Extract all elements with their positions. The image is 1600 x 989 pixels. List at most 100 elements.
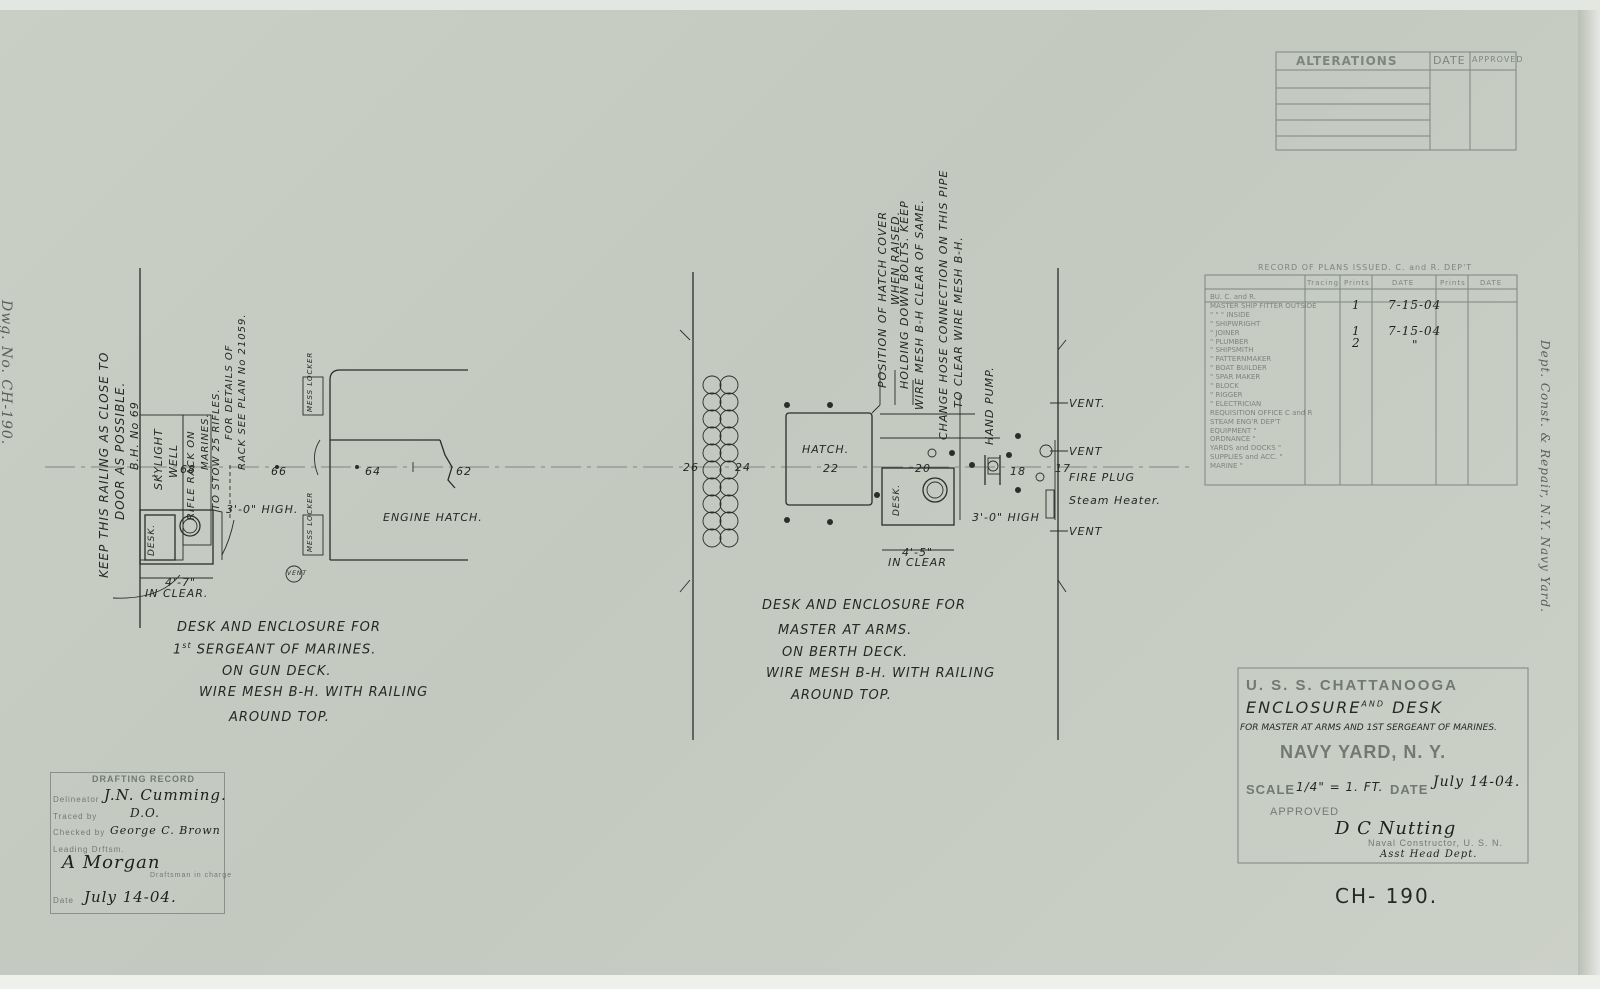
well-label: WELL [167,443,180,478]
hand-pump-label: HAND PUMP. [983,366,996,445]
hull-frame-circle [719,409,739,429]
paper-edge-right [1578,0,1600,989]
holding-down-bolt [827,402,833,408]
center-in-clear: IN CLEAR [888,556,947,569]
center-caption-line3: ON BERTH DECK. [782,645,909,660]
hull-frame-circle [719,528,739,548]
navy-yard-stamp: NAVY YARD, N. Y. [1280,742,1447,762]
drafting-date-label: Date [53,896,74,905]
alterations-approved-header: APPROVED [1472,55,1524,64]
frame-64: 64 [365,465,381,478]
frame-20: 20 [915,462,931,475]
hull-frame-circle [702,409,722,429]
fire-plug-label: FIRE PLUG [1069,471,1135,484]
center-desk-label: DESK. [892,483,902,516]
bulkhead-label: B.H. No 69 [128,401,141,470]
left-caption-rank: SERGEANT OF MARINES. [191,642,377,658]
record-entry2-prints-b: 2 [1352,336,1361,350]
naval-constructor-label: Naval Constructor, U. S. N. [1368,838,1504,848]
paper-edge-bottom [0,975,1600,989]
hatch-label: HATCH. [802,443,850,456]
delineator-signature: J.N. Cumming. [104,786,227,804]
left-caption-ordinal-suffix: st [182,641,192,650]
frame-62: 62 [456,465,472,478]
record-of-plans-row: YARDS and DOCKS " [1210,444,1282,453]
record-entry1-date: 7-15-04 [1388,298,1442,312]
record-of-plans-row: " SPAR MAKER [1210,373,1261,382]
hull-frame-circle [719,375,739,395]
hull-frame-circle [702,511,722,531]
title-date-label: DATE [1390,782,1429,797]
frame-22: 22 [823,462,839,475]
bolts-note-line1: HOLDING DOWN BOLTS. KEEP [898,200,911,389]
left-vent-label: VENT [287,570,308,577]
record-of-plans-row: " BLOCK [1210,382,1239,390]
drafting-date-value: July 14-04. [84,888,177,906]
record-of-plans-row: " JOINER [1210,328,1240,337]
title-and: AND [1361,699,1385,709]
leading-draftsman-label: Leading Drftsm. [53,845,125,854]
title-date-value: July 14-04. [1433,774,1521,790]
record-of-plans-row: " RIGGER [1210,390,1243,399]
left-clear-dimension: 4'-7" [165,576,197,589]
mess-locker-upper: MESS LOCKER [306,351,314,412]
scale-label: SCALE [1246,782,1296,797]
checked-by-label: Checked by [53,828,106,837]
hull-frame-circle [719,460,739,480]
record-of-plans-row: SUPPLIES and ACC. " [1210,453,1283,462]
railing-note-line2: DOOR AS POSSIBLE. [113,381,127,520]
hull-frame-circle [719,511,739,531]
frame-17: 17 [1055,462,1071,475]
hull-frame-circle [702,477,722,497]
drawing-title: ENCLOSUREAND DESK [1246,698,1443,717]
record-of-plans-row: " SHIPWRIGHT [1210,319,1261,328]
frame-18: 18 [1010,465,1026,478]
holding-down-bolt [949,450,955,456]
hull-frame-circle [702,460,722,480]
vent-label-3: VENT [1069,525,1103,538]
hull-frame-circle [719,443,739,463]
bolts-note-line2: WIRE MESH B-H CLEAR OF SAME. [913,199,926,410]
record-entry2-prints: 1 [1352,324,1361,338]
left-desk-label: DESK. [147,523,157,556]
hose-note-line2: TO CLEAR WIRE MESH B-H. [952,236,965,408]
record-of-plans-row: STEAM ENG'R DEP'T [1210,417,1281,426]
record-entry2-date: 7-15-04 [1388,324,1442,338]
draftsman-in-charge-label: Draftsman in charge [150,872,233,879]
center-caption-line2: MASTER AT ARMS. [778,623,913,638]
record-of-plans-row: MASTER SHIP FITTER OUTSIDE [1210,301,1317,310]
chief-draftsman-signature: A Morgan [62,852,161,873]
approved-stamp: APPROVED [1270,806,1340,818]
record-prints-header: Prints [1344,279,1370,287]
ship-name: U. S. S. CHATTANOOGA [1246,677,1458,694]
frame-66: 66 [271,465,287,478]
alterations-title: ALTERATIONS [1296,54,1398,68]
title-desk: DESK [1392,698,1444,717]
holding-down-bolt [1006,452,1012,458]
left-height-label: 3'-0" HIGH. [226,503,299,516]
hatch-cover-note-line1: POSITION OF HATCH COVER [876,211,889,388]
record-date2-header: DATE [1480,279,1503,287]
record-of-plans-row: " PLUMBER [1210,337,1249,346]
left-in-clear: IN CLEAR. [145,587,209,600]
hull-frame-circle [702,392,722,412]
record-of-plans-row: " BOAT BUILDER [1210,364,1267,373]
vent-label-1: VENT. [1069,397,1106,410]
holding-down-bolt [784,402,790,408]
hull-frame-circle [702,375,722,395]
hull-frame-circle [719,477,739,497]
holding-down-bolt [784,517,790,523]
frame-24: 24 [735,461,751,474]
center-clear-dimension: 4'-5" [902,546,934,559]
rifle-note-line2: MARINES. [200,413,211,470]
skylight-label: SKYLIGHT [152,428,165,490]
checked-by-signature: George C. Brown [110,824,221,837]
hull-frame-circle [719,392,739,412]
engine-hatch-label: ENGINE HATCH. [383,511,483,524]
left-caption-line1: DESK AND ENCLOSURE FOR [177,620,381,635]
record-of-plans-row: " PATTERNMAKER [1210,355,1272,364]
drafting-record-box [50,772,225,914]
rifle-note-line4: FOR DETAILS OF [224,344,235,440]
record-tracing-header: Tracing [1307,279,1340,287]
center-caption-line4: WIRE MESH B-H. WITH RAILING [766,666,996,681]
